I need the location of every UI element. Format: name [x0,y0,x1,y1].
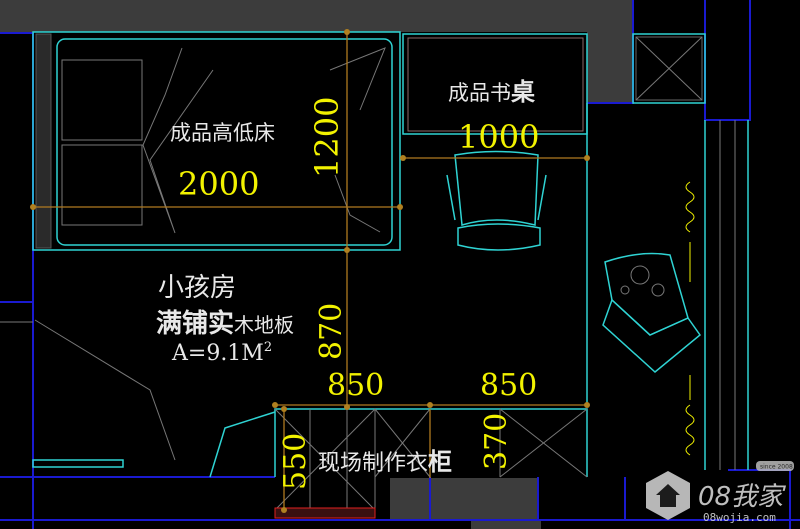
dimension-850-right: 850 [480,368,537,403]
unused-area [0,0,633,529]
floor-label-a: 满铺实 [156,308,234,339]
watermark-brand: 08我家 [698,482,786,512]
dimension-870: 870 [314,303,349,360]
wardrobe-label-a: 现场制作衣 [318,451,428,476]
dimension-550: 550 [278,433,313,490]
bunk-bed[interactable] [32,31,401,251]
room-area: A=9.1M2 [171,340,272,366]
area-value: A=9.1M [171,341,264,366]
bed-length-dimension: 2000 [178,165,259,203]
floor-label-b: 木地板 [234,313,294,337]
dimension-370: 370 [479,413,514,470]
bed-width-dimension: 1200 [308,97,346,178]
wardrobe-label-b: 柜 [428,448,452,476]
desk-length-dimension: 1000 [458,118,539,156]
window [586,103,749,470]
shaft-box [632,33,706,104]
area-superscript: 2 [264,340,272,355]
wardrobe-label: 现场制作衣柜 [318,448,452,476]
desk[interactable] [402,33,588,135]
chair[interactable] [446,150,547,251]
dimension-850-left: 850 [327,368,384,403]
room-name: 小孩房 [158,273,236,303]
home-icon [656,484,680,507]
desk-label-b: 桌 [511,78,535,106]
floor-label: 满铺实木地板 [156,308,294,339]
desk-label: 成品书桌 [448,78,535,106]
dimension-lines [30,29,590,513]
watermark-logo: 08我家 08wojia.com since 2008 [646,461,794,524]
bed-label: 成品高低床 [170,121,275,145]
pillow-chair [602,252,702,373]
desk-label-a: 成品书 [448,81,511,105]
watermark-since: since 2008 [760,464,793,471]
watermark-url: 08wojia.com [703,511,776,524]
